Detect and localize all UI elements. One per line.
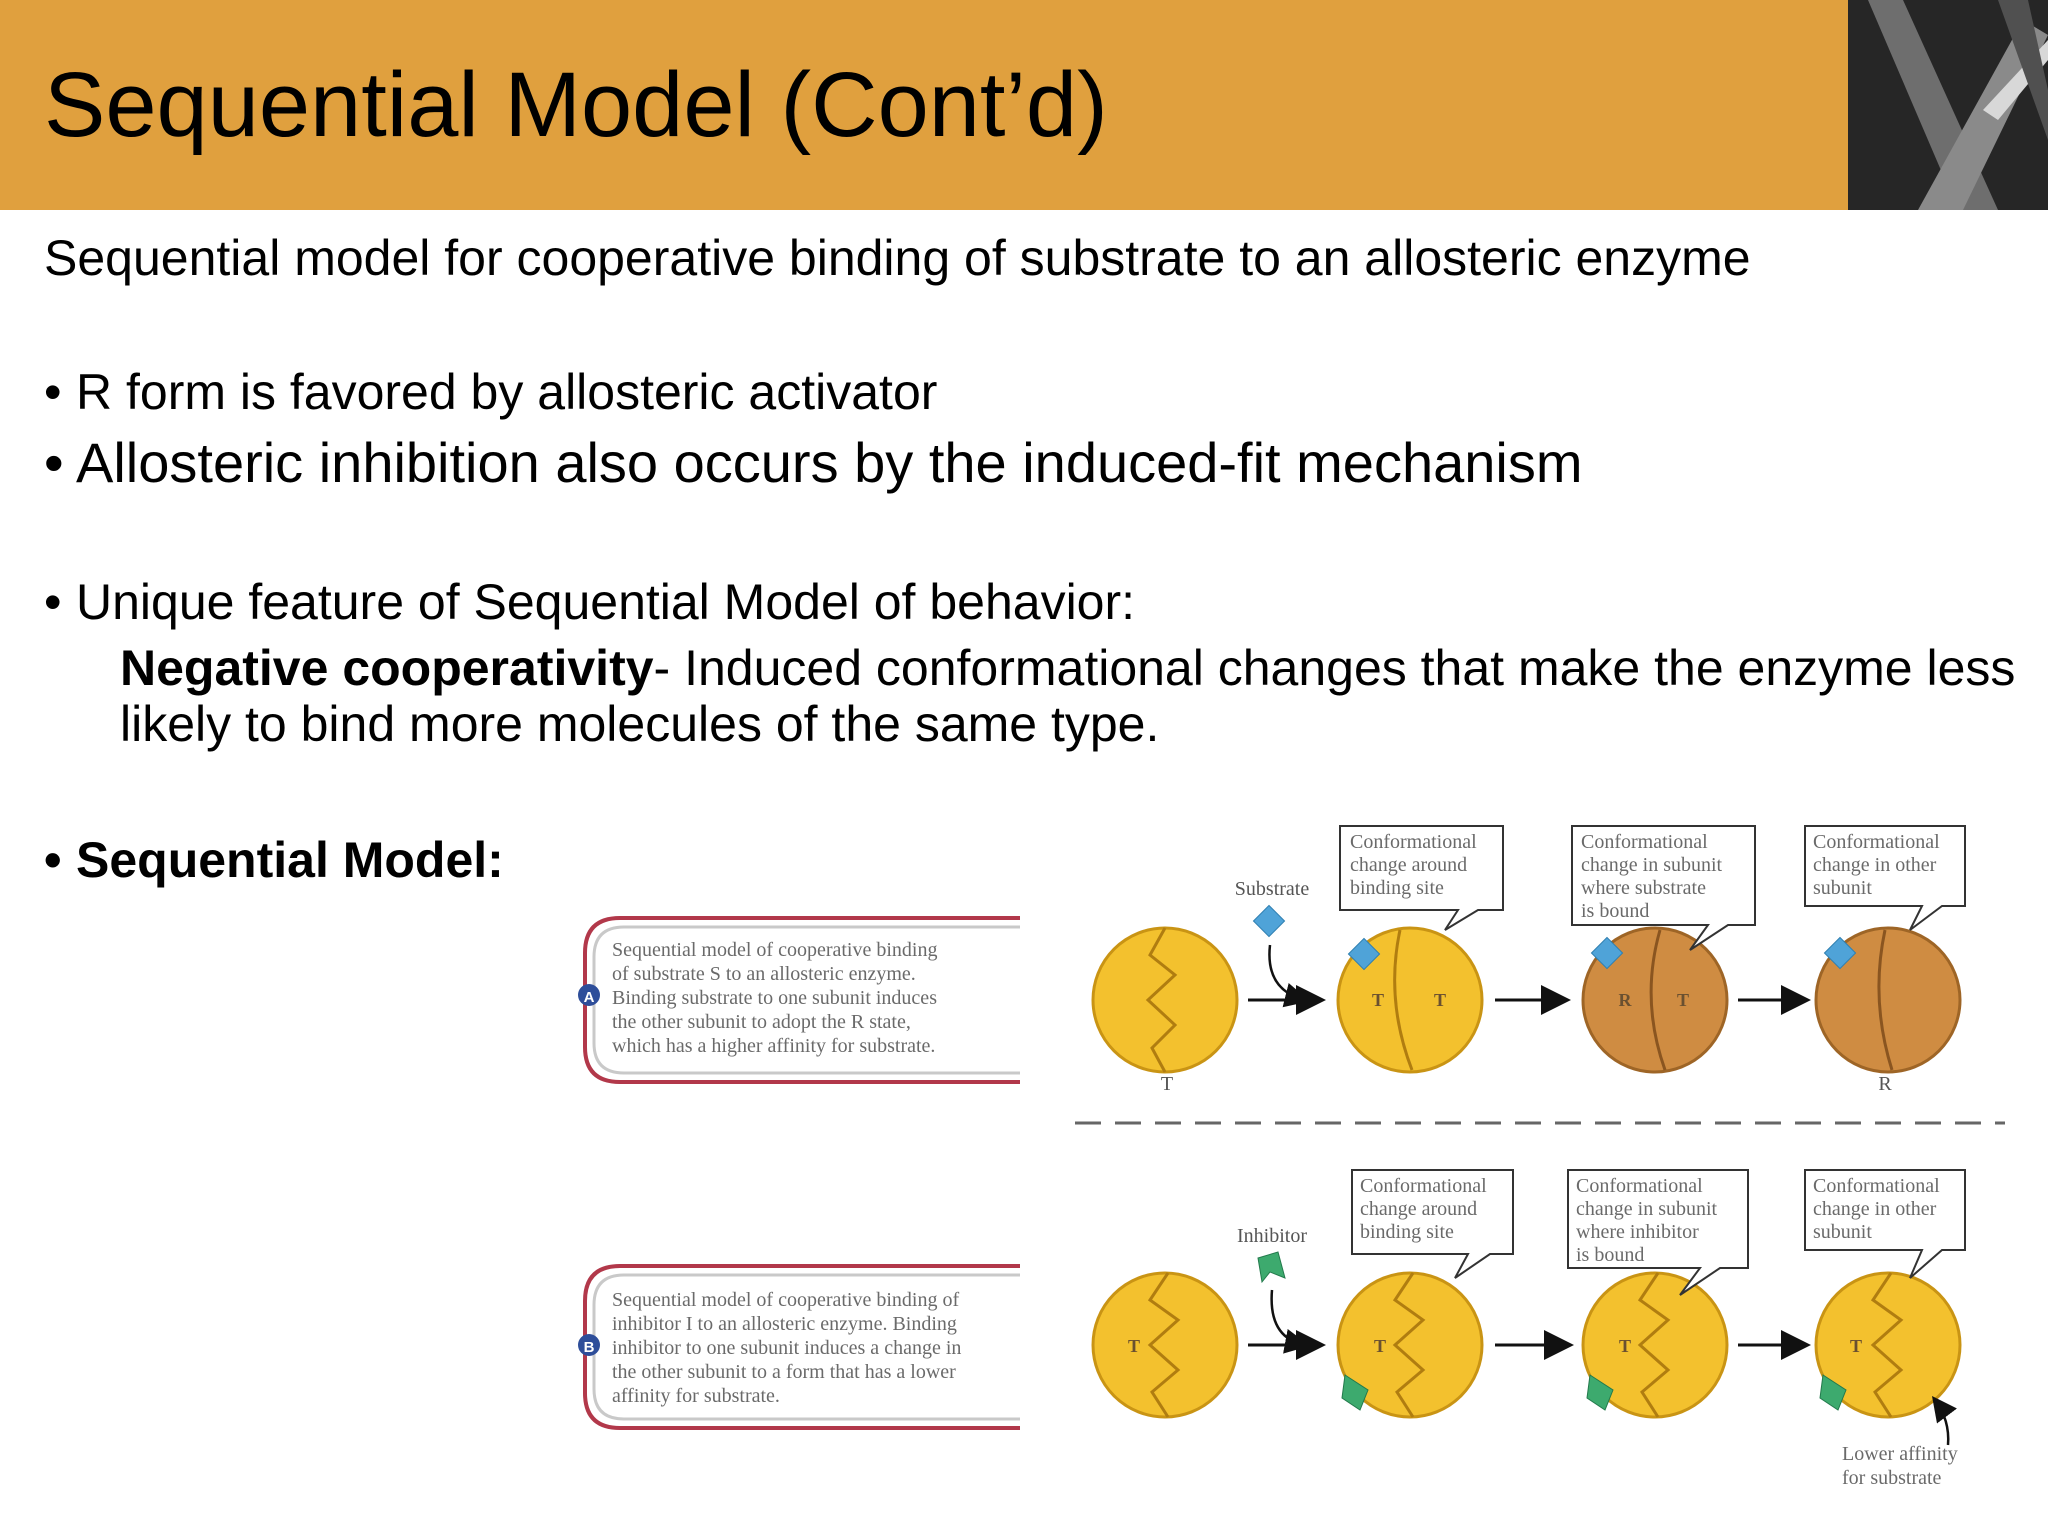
substrate-bound-icon xyxy=(1347,937,1381,971)
callout-line: is bound xyxy=(1581,900,1649,922)
enzyme-a1: T xyxy=(1091,926,1239,1095)
callout-line: change in other xyxy=(1813,854,1937,876)
bullet-text: R form is favored by allosteric activato… xyxy=(76,364,938,420)
negative-cooperativity-definition: Negative cooperativity- Induced conforma… xyxy=(120,640,2020,752)
callout-line: binding site xyxy=(1350,877,1444,899)
lower-affinity-note: Lower affinity xyxy=(1842,1443,1958,1465)
state-label-r: R xyxy=(1878,1073,1892,1095)
inhibitor-icon xyxy=(1257,1251,1286,1284)
bullet-text: Sequential Model: xyxy=(76,832,504,888)
enzyme-b2: T xyxy=(1336,1271,1484,1419)
enzyme-b4: T xyxy=(1814,1271,1962,1419)
inhibitor-bound-icon xyxy=(1819,1374,1847,1411)
inhibitor-bound-icon xyxy=(1586,1374,1614,1411)
callout-line: Conformational xyxy=(1813,1175,1940,1197)
subunit-label: T xyxy=(1128,1336,1140,1356)
lower-affinity-arrow xyxy=(1932,1395,1957,1446)
subunit-label: T xyxy=(1850,1336,1862,1356)
caption-line: affinity for substrate. xyxy=(612,1385,780,1407)
marker-a-icon xyxy=(578,984,600,1006)
callout-line: change in other xyxy=(1813,1198,1937,1220)
callout-line: change in subunit xyxy=(1581,854,1723,876)
header-photo xyxy=(1848,0,2048,210)
callout-line: binding site xyxy=(1360,1221,1454,1243)
caption-line: the other subunit to adopt the R state, xyxy=(612,1011,911,1033)
lower-affinity-note: for substrate xyxy=(1842,1467,1942,1489)
bullet-text: Allosteric inhibition also occurs by the… xyxy=(76,431,1583,494)
enzyme-a4: R xyxy=(1814,926,1962,1095)
marker-b-label: B xyxy=(584,1339,595,1356)
enzyme-b1: T xyxy=(1091,1271,1239,1419)
subunit-label: T xyxy=(1619,1336,1631,1356)
callout-line: subunit xyxy=(1813,877,1872,899)
callout-a1: Conformational change around binding sit… xyxy=(1339,825,1504,931)
bullet-text: Unique feature of Sequential Model of be… xyxy=(76,574,1136,630)
bullet-dot: • xyxy=(44,574,62,630)
substrate-bound-icon xyxy=(1823,936,1857,970)
header-bar: Sequential Model (Cont’d) xyxy=(0,0,2048,210)
callout-line: change in subunit xyxy=(1576,1198,1718,1220)
subunit-label: T xyxy=(1372,990,1384,1010)
enzyme-a2: T T xyxy=(1336,926,1484,1074)
state-label-t: T xyxy=(1161,1073,1173,1095)
bullet-sequential-model: •Sequential Model: xyxy=(44,830,504,890)
callout-line: Conformational xyxy=(1360,1175,1487,1197)
callout-b3: Conformational change in other subunit xyxy=(1804,1169,1966,1279)
caption-line: Sequential model of cooperative binding xyxy=(612,939,937,961)
bullet-dot: • xyxy=(44,364,62,420)
callout-b1: Conformational change around binding sit… xyxy=(1351,1169,1514,1279)
bullet-dot: • xyxy=(44,832,62,888)
callout-line: Conformational xyxy=(1350,831,1477,853)
enzyme-b3: T xyxy=(1581,1271,1729,1419)
definition-term: Negative cooperativity xyxy=(120,640,654,696)
callout-line: change around xyxy=(1360,1198,1477,1220)
bullet-inhibition: •Allosteric inhibition also occurs by th… xyxy=(44,430,1582,496)
inhibitor-bound-icon xyxy=(1341,1374,1369,1411)
marker-a-label: A xyxy=(584,989,595,1006)
caption-line: inhibitor to one subunit induces a chang… xyxy=(612,1337,961,1359)
bullet-r-form: •R form is favored by allosteric activat… xyxy=(44,362,937,422)
binding-arrow xyxy=(1268,944,1310,1008)
callout-line: Conformational xyxy=(1576,1175,1703,1197)
callout-line: is bound xyxy=(1576,1244,1644,1266)
inhibitor-label: Inhibitor xyxy=(1237,1225,1307,1247)
slide-subtitle: Sequential model for cooperative binding… xyxy=(44,230,1751,286)
microscope-image xyxy=(1848,0,2048,210)
subunit-label: T xyxy=(1374,1336,1386,1356)
substrate-bound-icon xyxy=(1590,936,1624,970)
caption-line: of substrate S to an allosteric enzyme. xyxy=(612,963,916,985)
marker-b-icon xyxy=(578,1334,600,1356)
caption-line: inhibitor I to an allosteric enzyme. Bin… xyxy=(612,1313,957,1335)
bullet-dot: • xyxy=(44,431,64,494)
caption-line: Sequential model of cooperative binding … xyxy=(612,1289,959,1311)
panel-a-caption: A Sequential model of cooperative bindin… xyxy=(578,916,1020,1084)
bullet-unique-feature: •Unique feature of Sequential Model of b… xyxy=(44,572,1135,632)
subunit-label: T xyxy=(1677,990,1689,1010)
binding-arrow xyxy=(1270,1289,1310,1354)
substrate-icon xyxy=(1252,904,1286,938)
substrate-label: Substrate xyxy=(1235,878,1310,900)
callout-line: change around xyxy=(1350,854,1467,876)
enzyme-a3: R T xyxy=(1581,926,1729,1074)
callout-line: Conformational xyxy=(1813,831,1940,853)
definition-text: - Induced conformational changes that ma… xyxy=(120,640,2016,752)
callout-line: where substrate xyxy=(1581,877,1706,899)
callout-line: Conformational xyxy=(1581,831,1708,853)
callout-line: subunit xyxy=(1813,1221,1872,1243)
callout-a3: Conformational change in other subunit xyxy=(1804,825,1966,931)
caption-line: Binding substrate to one subunit induces xyxy=(612,987,937,1009)
caption-line: which has a higher affinity for substrat… xyxy=(612,1035,935,1057)
panel-b-caption: B Sequential model of cooperative bindin… xyxy=(578,1264,1020,1430)
caption-line: the other subunit to a form that has a l… xyxy=(612,1361,956,1383)
slide-title: Sequential Model (Cont’d) xyxy=(44,54,1108,156)
callout-b2: Conformational change in subunit where i… xyxy=(1567,1169,1749,1296)
subunit-label: T xyxy=(1434,990,1446,1010)
callout-a2: Conformational change in subunit where s… xyxy=(1571,825,1756,951)
callout-line: where inhibitor xyxy=(1576,1221,1699,1243)
subunit-label: R xyxy=(1619,990,1633,1010)
